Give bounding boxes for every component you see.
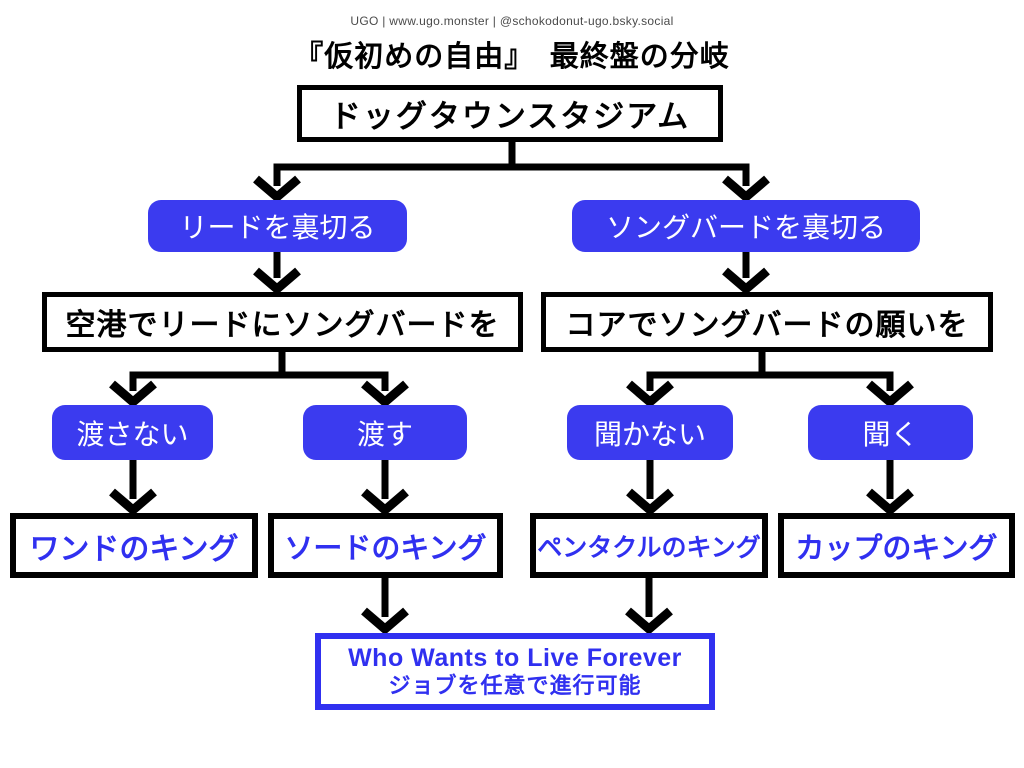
node-result-king-of-cups: カップのキング	[778, 513, 1015, 578]
node-option-dont-hand-over: 渡さない	[52, 405, 213, 460]
node-result-king-of-swords: ソードのキング	[268, 513, 503, 578]
node-result-king-of-pentacles: ペンタクルのキング	[530, 513, 768, 578]
node-choice-betray-reed: リードを裏切る	[148, 200, 407, 252]
page-title: 『仮初めの自由』 最終盤の分岐	[294, 41, 730, 73]
node-option-hand-over: 渡す	[303, 405, 467, 460]
node-result-king-of-wands: ワンドのキング	[10, 513, 258, 578]
node-option-listen: 聞く	[808, 405, 973, 460]
node-question-core: コアでソングバードの願いを	[541, 292, 993, 352]
final-box-song-title: Who Wants to Live Forever	[348, 644, 682, 673]
credit-line: UGO | www.ugo.monster | @schokodonut-ugo…	[350, 14, 674, 28]
node-question-airport: 空港でリードにソングバードを	[42, 292, 523, 352]
node-option-dont-listen: 聞かない	[567, 405, 733, 460]
final-box-note: ジョブを任意で進行可能	[388, 673, 642, 699]
node-final-who-wants-to-live-forever: Who Wants to Live Forever ジョブを任意で進行可能	[315, 633, 715, 710]
node-root-dogtown-stadium: ドッグタウンスタジアム	[297, 85, 723, 142]
node-choice-betray-songbird: ソングバードを裏切る	[572, 200, 920, 252]
